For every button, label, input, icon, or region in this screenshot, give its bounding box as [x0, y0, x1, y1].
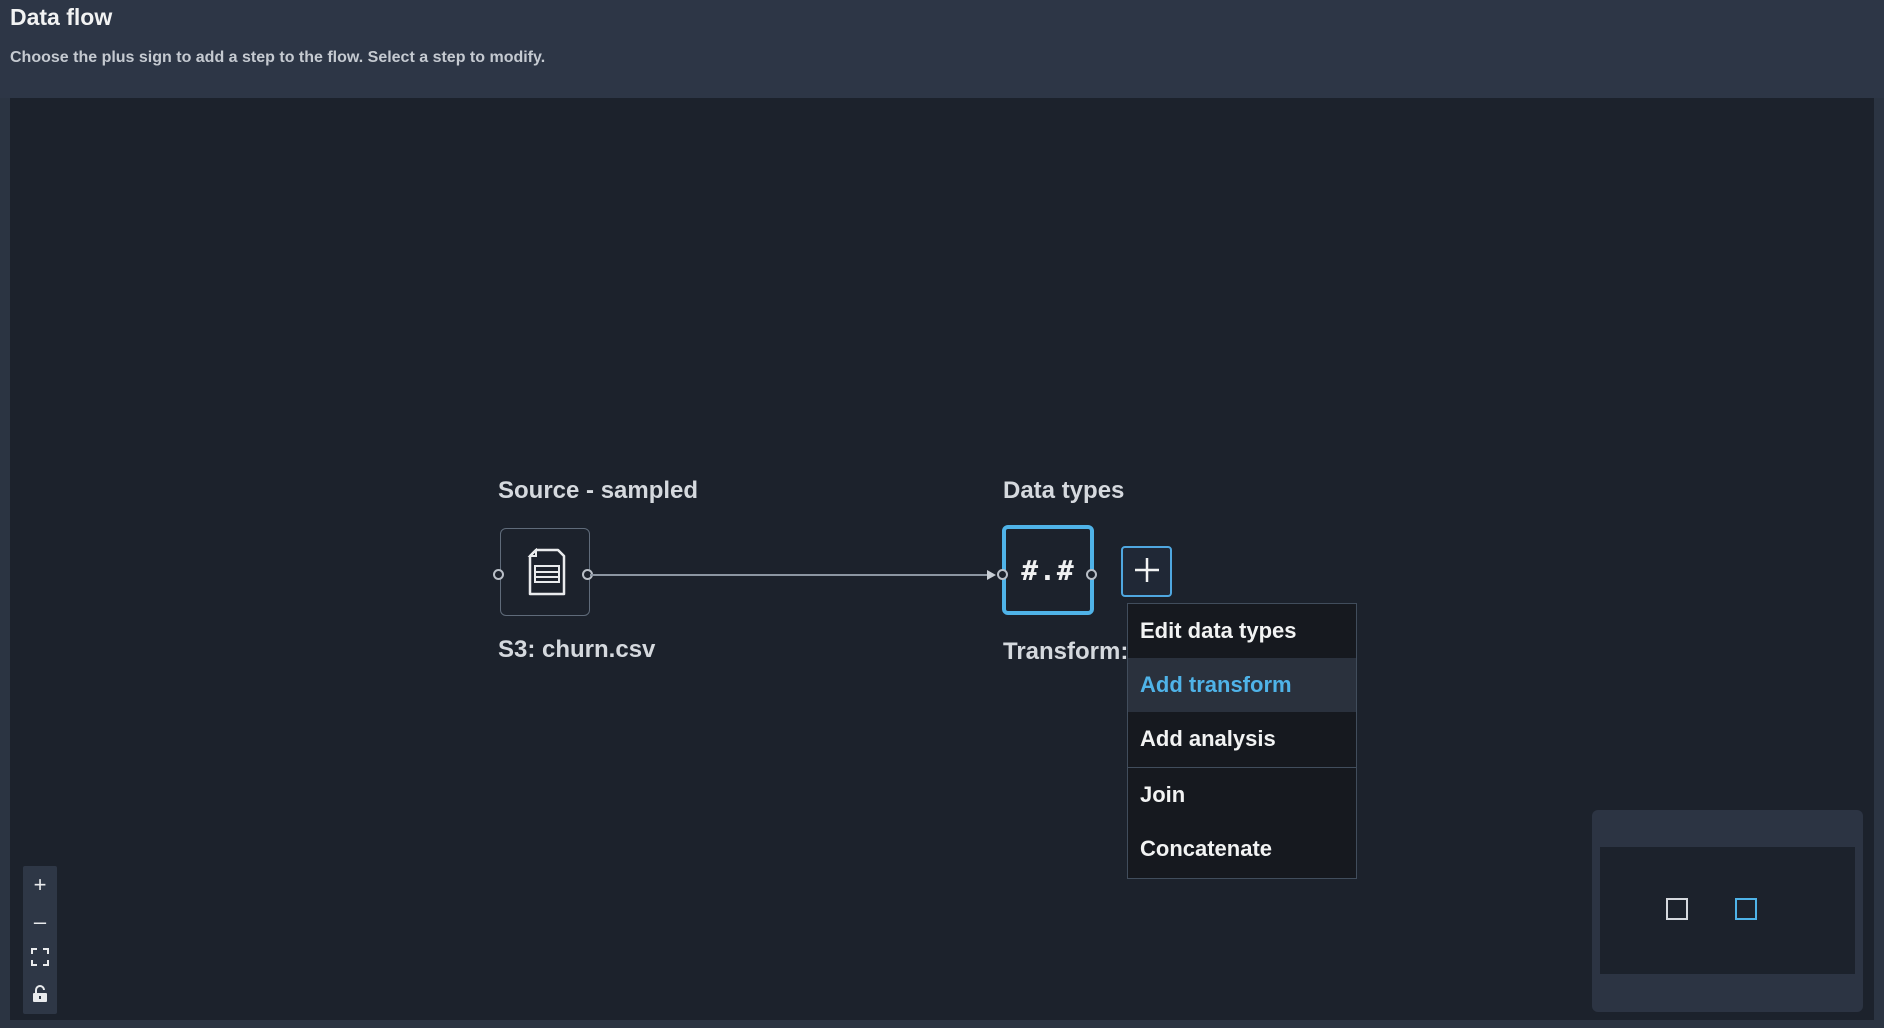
flow-edge [590, 574, 994, 576]
zoom-out-button[interactable]: – [23, 903, 57, 940]
menu-item-add-transform[interactable]: Add transform [1128, 658, 1356, 712]
add-step-menu: Edit data types Add transform Add analys… [1127, 603, 1357, 879]
add-step-button[interactable] [1121, 546, 1172, 597]
document-table-icon [526, 547, 566, 601]
datatypes-input-port[interactable] [997, 569, 1008, 580]
flow-canvas[interactable] [10, 98, 1874, 1020]
menu-item-edit-data-types[interactable]: Edit data types [1140, 618, 1297, 643]
minimap-source-node [1666, 898, 1688, 920]
data-types-icon: #.# [1021, 553, 1075, 587]
source-input-port[interactable] [493, 569, 504, 580]
datatypes-node[interactable]: #.# [1002, 525, 1094, 615]
minimap-viewport[interactable] [1600, 847, 1855, 974]
menu-item-concatenate[interactable]: Concatenate [1140, 836, 1273, 861]
zoom-in-button[interactable]: + [23, 866, 57, 903]
zoom-controls: + – [23, 866, 57, 1014]
menu-item-join[interactable]: Join [1140, 782, 1186, 807]
lock-button[interactable] [23, 977, 57, 1014]
source-node-title: Source - sampled [498, 477, 699, 504]
datatypes-node-caption: Transform: [1003, 638, 1129, 665]
zoom-in-icon: + [33, 871, 47, 897]
datatypes-node-title: Data types [1003, 477, 1125, 504]
plus-icon [1133, 553, 1161, 591]
minimap[interactable] [1592, 810, 1863, 1012]
lock-icon [32, 983, 48, 1009]
menu-item-add-analysis[interactable]: Add analysis [1140, 726, 1276, 751]
page-subtitle: Choose the plus sign to add a step to th… [10, 49, 546, 66]
minimap-datatypes-node [1735, 898, 1757, 920]
fit-view-button[interactable] [23, 940, 57, 977]
edge-arrow-icon [987, 570, 996, 580]
zoom-out-icon: – [33, 908, 47, 934]
fit-view-icon [31, 946, 49, 972]
page-title: Data flow [10, 4, 113, 30]
menu-divider [1128, 767, 1356, 768]
page-header: Data flow Choose the plus sign to add a … [0, 0, 1884, 98]
source-node-caption: S3: churn.csv [498, 636, 656, 663]
datatypes-output-port[interactable] [1086, 569, 1097, 580]
source-node[interactable] [500, 528, 590, 616]
